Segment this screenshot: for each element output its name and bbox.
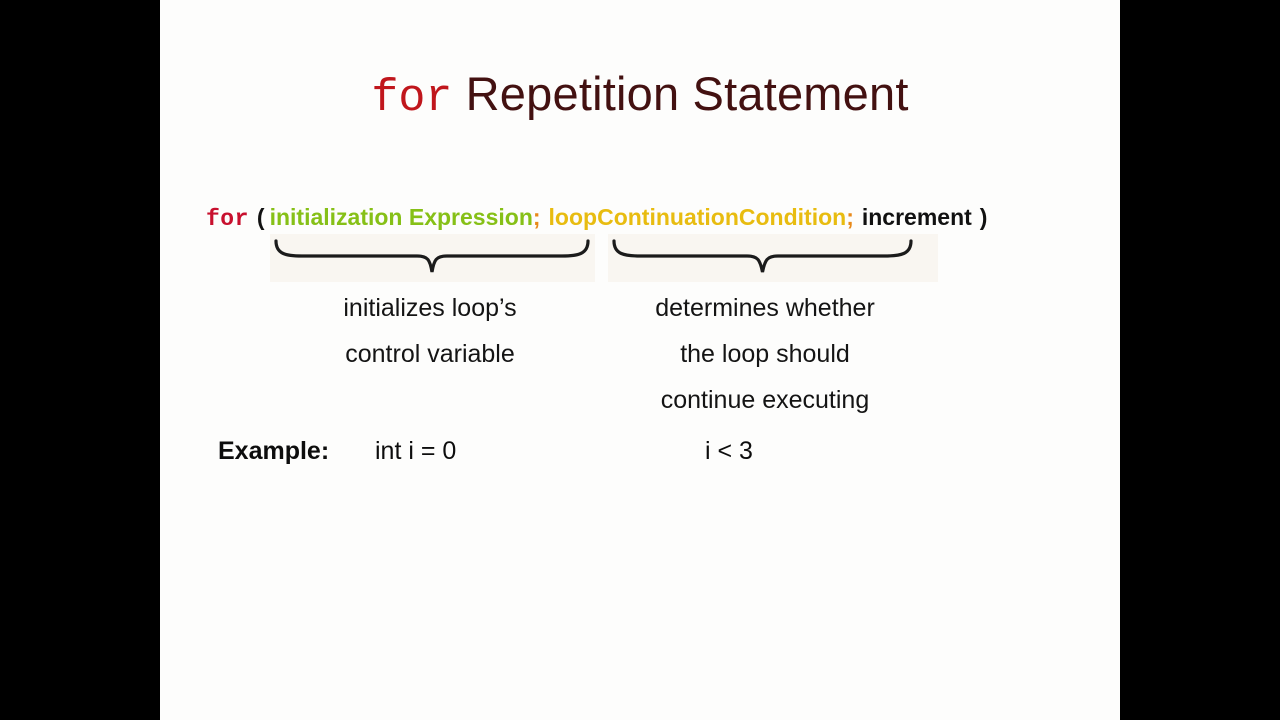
example-row: Example: int i = 0 i < 3 bbox=[160, 432, 1120, 472]
title-rest-text: Repetition Statement bbox=[452, 67, 909, 120]
annotation-initialization-line-1: initializes loop’s bbox=[343, 294, 517, 322]
annotation-condition: determines whether the loop should conti… bbox=[605, 285, 925, 423]
syntax-line: for(initialization Expression;loopContin… bbox=[206, 200, 1116, 236]
letterbox-bar-left bbox=[0, 0, 160, 720]
syntax-increment: increment bbox=[861, 204, 972, 230]
annotation-condition-line-3: continue executing bbox=[660, 386, 870, 414]
syntax-close-paren: ) bbox=[979, 204, 988, 230]
example-condition-value: i < 3 bbox=[705, 437, 753, 465]
annotation-initialization-line-2: control variable bbox=[345, 340, 515, 368]
annotation-initialization: initializes loop’s control variable bbox=[310, 285, 550, 377]
syntax-open-paren: ( bbox=[256, 204, 265, 230]
example-label: Example: bbox=[218, 437, 330, 465]
syntax-loop-condition: loopContinuationCondition bbox=[548, 204, 847, 230]
curly-brace-initialization-icon bbox=[272, 238, 592, 278]
syntax-semicolon-first: ; bbox=[532, 204, 541, 230]
syntax-semicolon-second: ; bbox=[846, 204, 854, 230]
annotation-condition-line-1: determines whether bbox=[655, 294, 875, 322]
page-title: for Repetition Statement bbox=[160, 66, 1120, 127]
annotation-condition-line-2: the loop should bbox=[680, 340, 850, 368]
syntax-initialization: initialization Expression bbox=[269, 204, 533, 230]
curly-brace-condition-icon bbox=[610, 238, 915, 278]
brace-backdrop-initialization bbox=[270, 234, 595, 282]
syntax-keyword-for: for bbox=[206, 206, 249, 232]
example-initialization-value: int i = 0 bbox=[375, 437, 457, 465]
title-keyword-for: for bbox=[371, 73, 453, 124]
slide-canvas: for Repetition Statement for (initializat… bbox=[160, 0, 1120, 720]
letterbox-bar-right bbox=[1120, 0, 1280, 720]
